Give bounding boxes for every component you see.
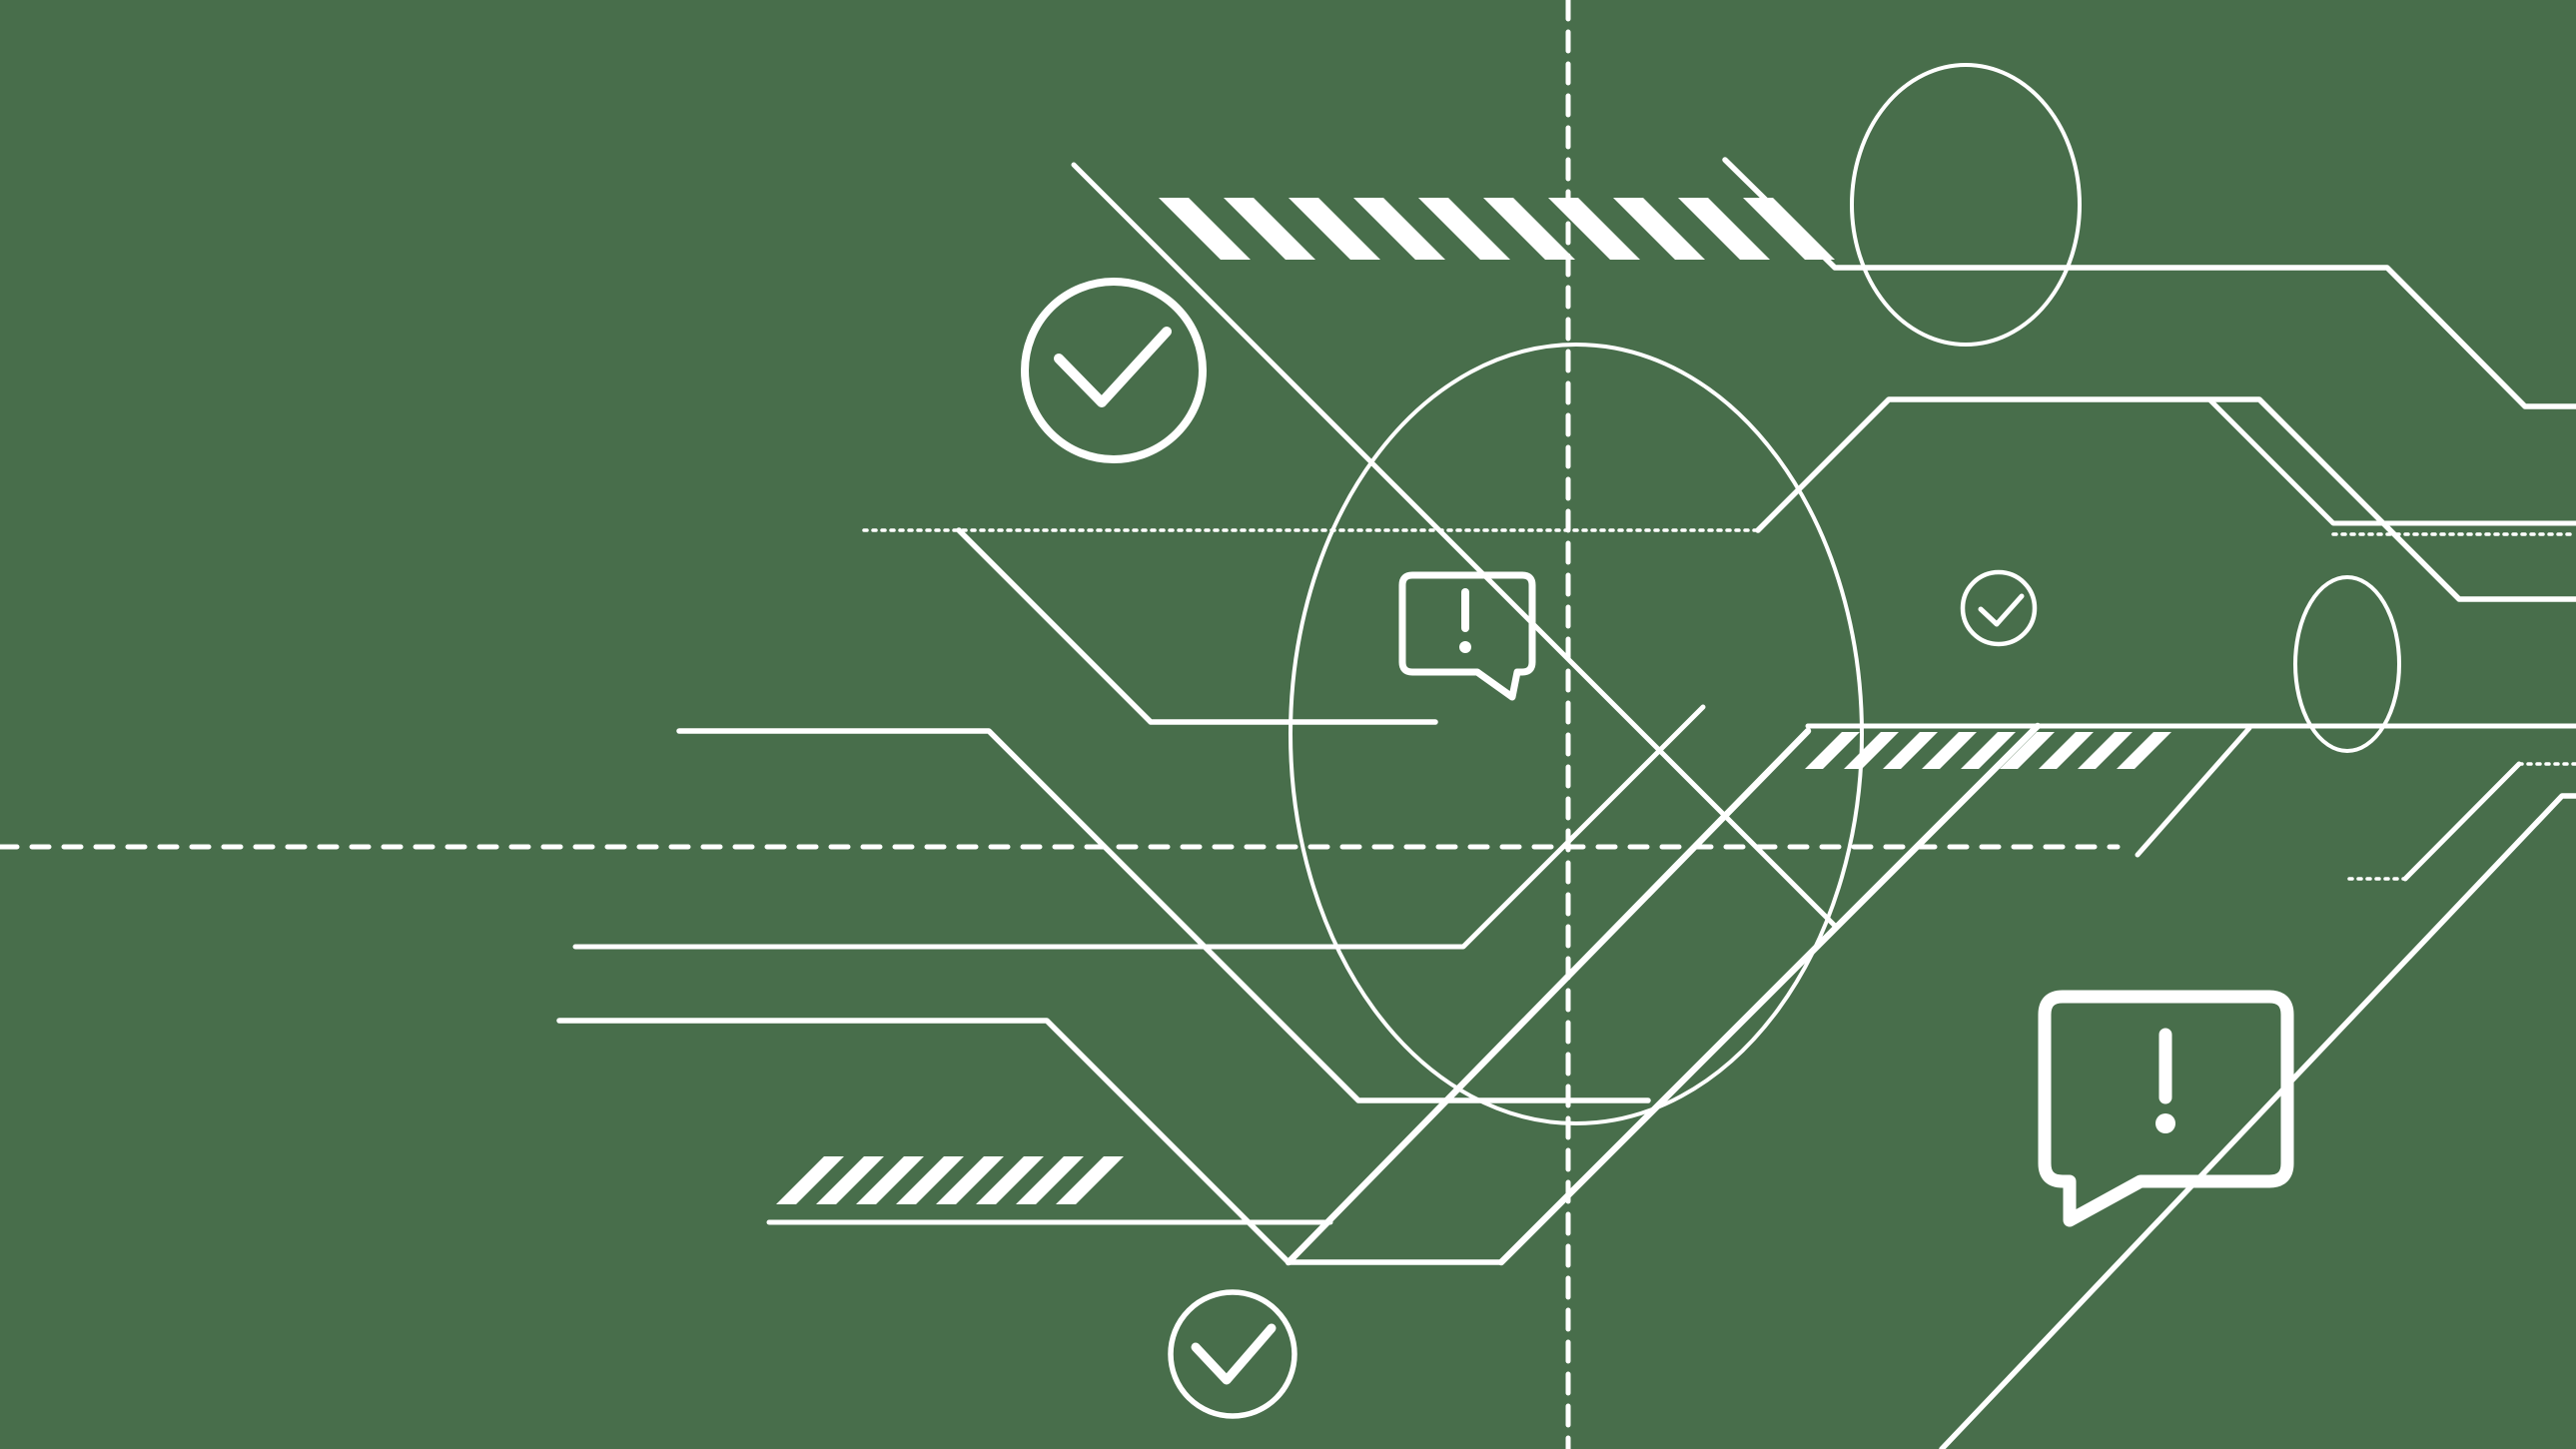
hazard-stripes-middle-slash-icon bbox=[1805, 732, 1860, 769]
alert-bubble-large-exclamation-dot-icon bbox=[2155, 1113, 2175, 1133]
check-circle-bottom-ring-icon bbox=[1168, 1289, 1297, 1419]
check-circle-small-ring-icon bbox=[1960, 569, 2038, 647]
trace-c bbox=[1755, 396, 2576, 602]
check-circle-large-ring-icon bbox=[1021, 278, 1207, 463]
hazard-stripes-bottom-slash-icon bbox=[816, 1156, 884, 1204]
hazard-stripes-bottom-slash-icon bbox=[776, 1156, 844, 1204]
hazard-stripes-middle-slash-icon bbox=[1961, 732, 2016, 769]
hazard-stripes-middle-slash-icon bbox=[2039, 732, 2094, 769]
hazard-stripes-top-slash-icon bbox=[1678, 198, 1770, 260]
trace-c-branch bbox=[2206, 396, 2576, 526]
trace-j-long-backslash bbox=[1071, 162, 1839, 930]
hazard-stripes-top-slash-icon bbox=[1418, 198, 1510, 260]
hazard-stripes-top-slash-icon bbox=[1224, 198, 1315, 260]
hazard-stripes-bottom-slash-icon bbox=[856, 1156, 924, 1204]
hazard-stripes-middle-slash-icon bbox=[1922, 732, 1977, 769]
trace-e1 bbox=[1285, 727, 1812, 1266]
hazard-stripes-top-slash-icon bbox=[1159, 198, 1251, 260]
trace-l bbox=[572, 704, 1706, 950]
hazard-stripes-bottom-slash-icon bbox=[976, 1156, 1044, 1204]
trace-e2 bbox=[1497, 722, 2042, 1266]
orbit-ellipse-right bbox=[2293, 575, 2401, 753]
check-circle-large-checkmark-icon bbox=[1054, 327, 1172, 407]
hazard-stripes-middle-slash-icon bbox=[2117, 732, 2171, 769]
hazard-stripes-top-slash-icon bbox=[1353, 198, 1445, 260]
trace-d bbox=[556, 1018, 1504, 1265]
trace-h-diag bbox=[2402, 761, 2522, 882]
hazard-stripes-bottom-slash-icon bbox=[1016, 1156, 1084, 1204]
alert-bubble-large-outline-icon bbox=[2038, 990, 2294, 1227]
check-circle-small-checkmark-icon bbox=[1978, 593, 2025, 627]
hazard-stripes-middle-slash-icon bbox=[2078, 732, 2133, 769]
hazard-stripes-middle-slash-icon bbox=[1844, 732, 1899, 769]
orbit-ellipse-top bbox=[1850, 63, 2082, 347]
orbit-ellipse-center bbox=[1288, 343, 1864, 1125]
check-circle-bottom-checkmark-icon bbox=[1191, 1323, 1277, 1385]
hazard-stripes-top-slash-icon bbox=[1743, 198, 1835, 260]
alert-bubble-small-outline-icon bbox=[1398, 571, 1536, 701]
hazard-stripes-bottom-slash-icon bbox=[1056, 1156, 1124, 1204]
trace-a bbox=[956, 527, 1438, 725]
hazard-stripes-bottom-slash-icon bbox=[936, 1156, 1004, 1204]
hazard-stripes-middle-slash-icon bbox=[2000, 732, 2055, 769]
hazard-stripes-top-slash-icon bbox=[1613, 198, 1705, 260]
hazard-stripes-bottom-slash-icon bbox=[896, 1156, 964, 1204]
trace-i-long bbox=[1939, 793, 2576, 1449]
hazard-stripes-top-slash-icon bbox=[1548, 198, 1640, 260]
hazard-stripes-top-slash-icon bbox=[1288, 198, 1380, 260]
trace-f-stub bbox=[2135, 725, 2252, 858]
alert-bubble-small-exclamation-dot-icon bbox=[1459, 641, 1471, 653]
hazard-stripes-middle-slash-icon bbox=[1883, 732, 1938, 769]
hazard-stripes-top-slash-icon bbox=[1483, 198, 1575, 260]
trace-b bbox=[676, 728, 1651, 1103]
